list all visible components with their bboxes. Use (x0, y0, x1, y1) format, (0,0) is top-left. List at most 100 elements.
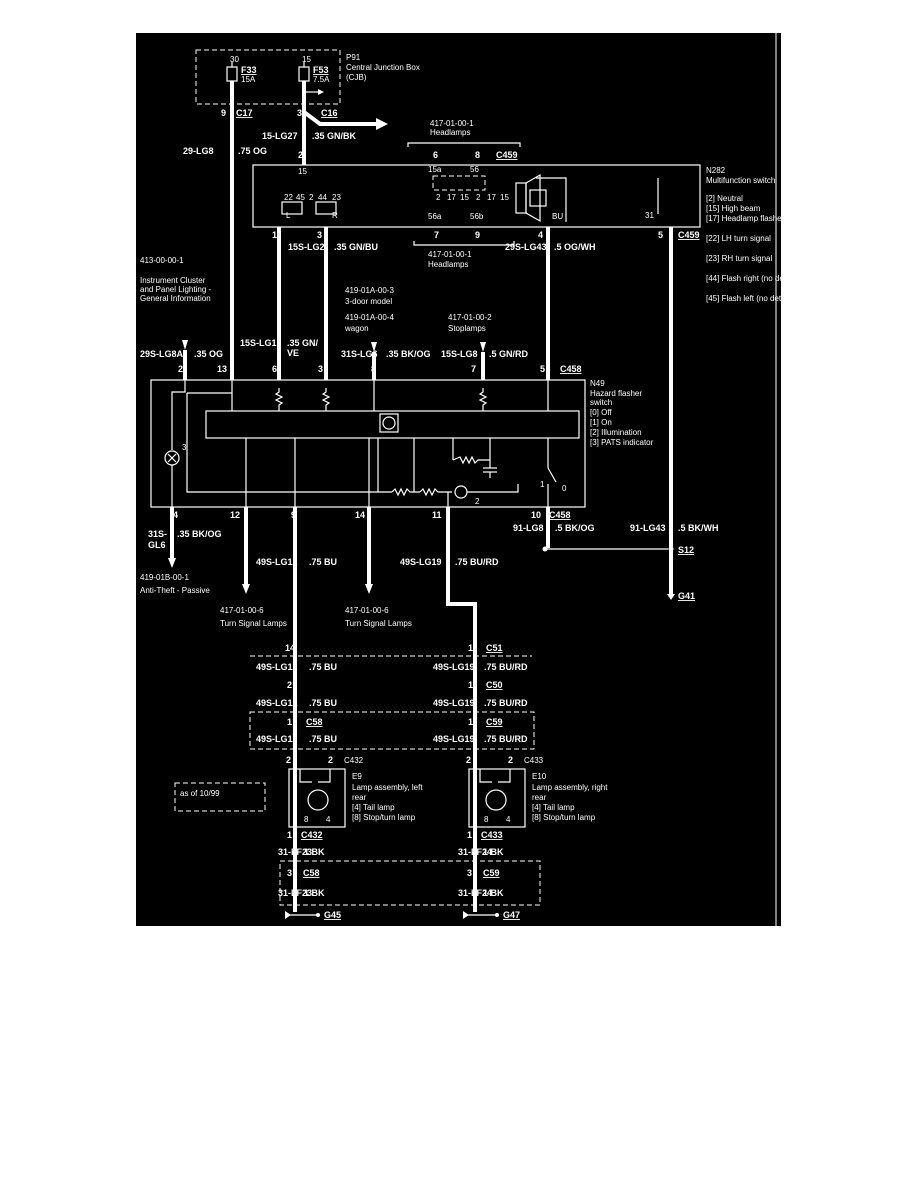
diagram-label: .35 GN/ (287, 338, 319, 348)
diagram-label: G41 (678, 591, 695, 601)
diagram-label: 417-01-00-1 (428, 250, 472, 259)
diagram-label: 417-01-00-6 (220, 606, 264, 615)
diagram-label: 56a (428, 212, 442, 221)
diagram-label: 29S-LG8A (140, 349, 184, 359)
diagram-label: 3 (182, 443, 187, 452)
diagram-label: 23 (332, 193, 341, 202)
diagram-label: 6 (433, 150, 438, 160)
diagram-label: .35 OG (194, 349, 223, 359)
diagram-label: N49 (590, 379, 605, 388)
diagram-label: Headlamps (428, 260, 468, 269)
diagram-label: 419-01A-00-3 (345, 286, 394, 295)
diagram-label: 91-LG43 (630, 523, 666, 533)
diagram-label: wagon (344, 324, 369, 333)
diagram-label: .5 OG/WH (554, 242, 596, 252)
diagram-label: 15 (500, 193, 509, 202)
diagram-label: 5 (540, 364, 545, 374)
diagram-label: N282 (706, 166, 726, 175)
diagram-label: Turn Signal Lamps (345, 619, 412, 628)
diagram-label: 1 BK (483, 888, 504, 898)
diagram-background (136, 33, 781, 926)
lamp-assembly-left: 2 2 C432 8 4 (286, 755, 364, 828)
diagram-label: 31-LF24 (458, 847, 492, 857)
diagram-label: F53 (313, 65, 329, 75)
diagram-label: C432 (301, 830, 323, 840)
diagram-label: and Panel Lighting - (140, 285, 212, 294)
diagram-label: rear (532, 793, 547, 802)
diagram-label: 15A (241, 75, 256, 84)
diagram-label: 417-01-00-1 (430, 119, 474, 128)
diagram-label: S12 (678, 545, 694, 555)
diagram-label: 9 (221, 108, 226, 118)
diagram-label: Lamp assembly, right (532, 783, 608, 792)
diagram-label: 17 (487, 193, 496, 202)
diagram-label: General Information (140, 294, 211, 303)
diagram-label: [4] Tail lamp (352, 803, 395, 812)
diagram-label: 2 (298, 150, 303, 160)
diagram-label: 3-door model (345, 297, 392, 306)
diagram-label: 15-LG27 (262, 131, 298, 141)
diagram-label: 1 BK (304, 888, 325, 898)
diagram-label: R (332, 211, 338, 220)
diagram-label: [45] Flash left (no detent) (706, 294, 795, 303)
diagram-label: VE (287, 348, 299, 358)
diagram-label: 1 (540, 480, 545, 489)
diagram-label: 31S- (148, 529, 167, 539)
diagram-label: 14 (285, 643, 295, 653)
arrow-down-icon (168, 558, 176, 568)
diagram-label: 31-LF24 (458, 888, 492, 898)
diagram-label: 49S-LG12 (256, 734, 298, 744)
diagram-label: 22 (284, 193, 293, 202)
diagram-label: 10 (531, 510, 541, 520)
diagram-label: [2] Illumination (590, 428, 642, 437)
diagram-label: C58 (303, 868, 320, 878)
diagram-label: 3 (467, 868, 472, 878)
diagram-label: 2 (328, 755, 333, 765)
diagram-label: GL6 (148, 540, 166, 550)
diagram-label: 1 (272, 230, 277, 240)
diagram-label: .75 BU (309, 557, 337, 567)
diagram-label: 417-01-00-6 (345, 606, 389, 615)
diagram-label: 4 (173, 510, 178, 520)
diagram-label: 1 (287, 830, 292, 840)
diagram-label: [22] LH turn signal (706, 234, 771, 243)
diagram-label: 7 (434, 230, 439, 240)
diagram-label: rear (352, 793, 367, 802)
diagram-label: C433 (524, 756, 544, 765)
diagram-label: 9 (475, 230, 480, 240)
arrow-down-icon (480, 342, 486, 352)
diagram-label: 91-LG8 (513, 523, 544, 533)
diagram-label: 31S-LG6 (341, 349, 378, 359)
diagram-label: C433 (481, 830, 503, 840)
diagram-label: 56 (470, 165, 479, 174)
diagram-label: 49S-LG19 (433, 698, 475, 708)
diagram-label: P91 (346, 53, 361, 62)
diagram-label: G47 (503, 910, 520, 920)
diagram-label: 15 (302, 55, 311, 64)
diagram-label: 12 (230, 510, 240, 520)
diagram-label: .75 BU (309, 662, 337, 672)
diagram-label: 49S-LG12 (256, 662, 298, 672)
arrow-down-icon (371, 342, 377, 352)
diagram-label: .5 BK/OG (555, 523, 595, 533)
diagram-label: 419-01B-00-1 (140, 573, 189, 582)
diagram-label: 2 (286, 755, 291, 765)
diagram-label: .35 BK/OG (177, 529, 222, 539)
diagram-label: 45 (296, 193, 305, 202)
diagram-label: C432 (344, 756, 364, 765)
diagram-label: Stoplamps (448, 324, 486, 333)
diagram-label: 3 (318, 364, 323, 374)
diagram-label: 6 (272, 364, 277, 374)
diagram-label: 7 (471, 364, 476, 374)
diagram-label: .75 BU/RD (455, 557, 499, 567)
diagram-label: 1 (468, 680, 473, 690)
diagram-label: C59 (486, 717, 503, 727)
diagram-label: .75 OG (238, 146, 267, 156)
diagram-label: 13 (217, 364, 227, 374)
ground-icon (667, 594, 675, 600)
diagram-label: 4 (538, 230, 543, 240)
diagram-label: 8 (475, 150, 480, 160)
diagram-label: [8] Stop/turn lamp (532, 813, 596, 822)
diagram-label: 8 (371, 364, 376, 374)
